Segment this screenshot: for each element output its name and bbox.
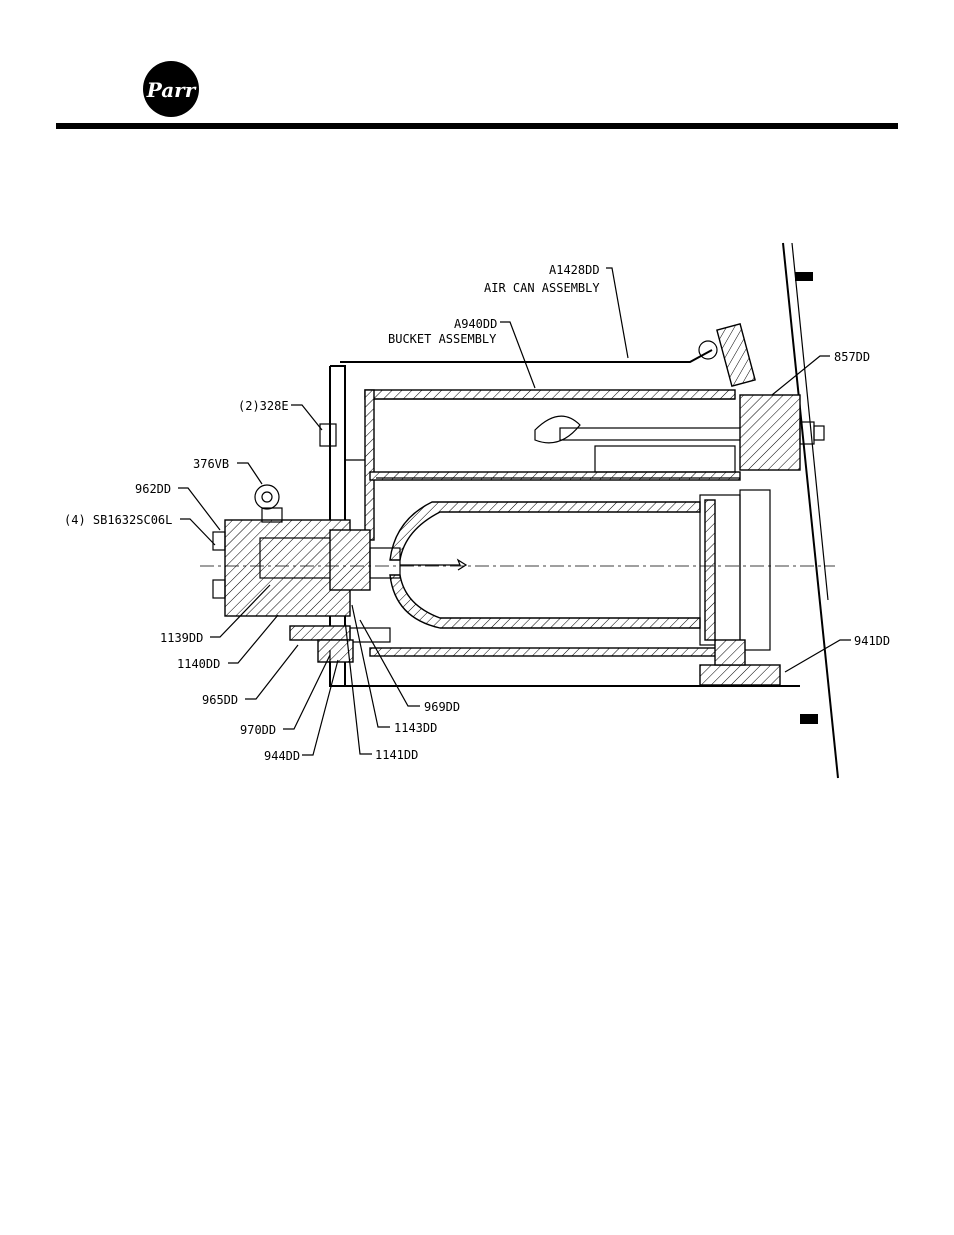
label-a1428dd: A1428DD (549, 263, 600, 277)
label-a940dd: A940DD (454, 317, 497, 331)
stirrer-shaft (376, 395, 824, 478)
fitting-328e (320, 424, 336, 446)
label-1143dd: 1143DD (394, 721, 437, 735)
label-941dd: 941DD (854, 634, 890, 648)
label-1140dd: 1140DD (177, 657, 220, 671)
base-plate (700, 640, 780, 685)
label-sb1632sc06l: (4) SB1632SC06L (64, 513, 172, 527)
label-376vb: 376VB (193, 457, 229, 471)
bucket-assembly (365, 390, 770, 656)
mounting-wall (783, 243, 838, 778)
label-857dd: 857DD (834, 350, 870, 364)
label-1141dd: 1141DD (375, 748, 418, 762)
label-1139dd: 1139DD (160, 631, 203, 645)
label-962dd: 962DD (135, 482, 171, 496)
label-969dd: 969DD (424, 700, 460, 714)
label-328e: (2)328E (238, 399, 289, 413)
label-944dd: 944DD (264, 749, 300, 763)
label-air-can-assembly: AIR CAN ASSEMBLY (484, 281, 600, 295)
label-bucket-assembly: BUCKET ASSEMBLY (388, 332, 497, 346)
label-970dd: 970DD (240, 723, 276, 737)
part-labels: A1428DD AIR CAN ASSEMBLY A940DD BUCKET A… (64, 263, 890, 763)
label-965dd: 965DD (202, 693, 238, 707)
